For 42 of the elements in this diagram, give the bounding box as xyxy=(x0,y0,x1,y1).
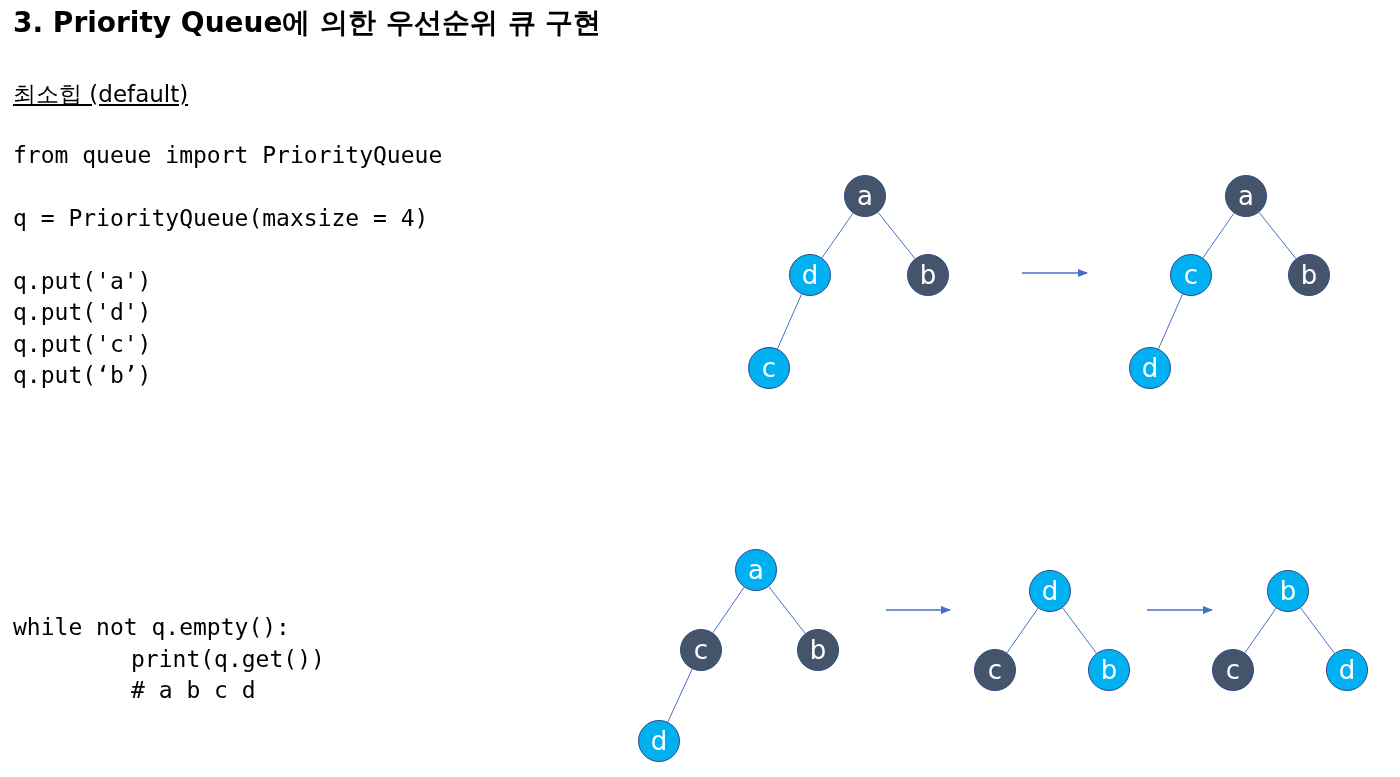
tree-node-circle: d xyxy=(1326,649,1368,691)
tree-edge xyxy=(821,212,854,259)
tree-node-circle: c xyxy=(748,347,790,389)
tree-node-circle: d xyxy=(789,254,831,296)
tree-edge xyxy=(768,586,806,634)
tree-edge xyxy=(776,293,803,350)
tree-edge xyxy=(1244,607,1277,654)
code-line: while not q.empty(): xyxy=(13,614,290,640)
tree-edge xyxy=(877,211,916,260)
code-line: q.put('a') xyxy=(13,268,152,294)
tree-edge xyxy=(712,586,745,634)
code-line: q = PriorityQueue(maxsize = 4) xyxy=(13,205,429,231)
tree-node-circle: a xyxy=(844,175,886,217)
subheading: 최소힙 (default) xyxy=(13,80,189,109)
tree-node-circle: b xyxy=(1288,254,1330,296)
code-line: from queue import PriorityQueue xyxy=(13,142,443,168)
tree-node-circle: b xyxy=(797,629,839,671)
code-line: print(q.get()) xyxy=(131,646,325,672)
tree-edge xyxy=(1157,293,1184,350)
tree-node-circle: b xyxy=(1088,649,1130,691)
tree-edge xyxy=(1300,607,1335,654)
tree-edge xyxy=(1062,607,1097,654)
tree-node-circle: c xyxy=(1212,649,1254,691)
tree-node-circle: b xyxy=(1267,570,1309,612)
code-line: q.put(‘b’) xyxy=(13,362,152,388)
tree-edge xyxy=(1006,607,1039,654)
tree-node-circle: a xyxy=(735,549,777,591)
tree-node-circle: c xyxy=(680,629,722,671)
tree-node-circle: d xyxy=(1129,347,1171,389)
tree-node-circle: c xyxy=(1170,254,1212,296)
tree-node-circle: a xyxy=(1225,175,1267,217)
tree-node-circle: b xyxy=(907,254,949,296)
code-line: q.put('c') xyxy=(13,331,152,357)
tree-edge xyxy=(1258,211,1297,260)
tree-edge xyxy=(667,668,693,723)
title: 3. Priority Queue에 의한 우선순위 큐 구현 xyxy=(13,5,602,41)
code-line: # a b c d xyxy=(131,677,256,703)
tree-node-circle: c xyxy=(974,649,1016,691)
tree-node-circle: d xyxy=(638,720,680,762)
tree-edge xyxy=(1202,212,1235,259)
tree-node-circle: d xyxy=(1029,570,1071,612)
code-line: q.put('d') xyxy=(13,299,152,325)
